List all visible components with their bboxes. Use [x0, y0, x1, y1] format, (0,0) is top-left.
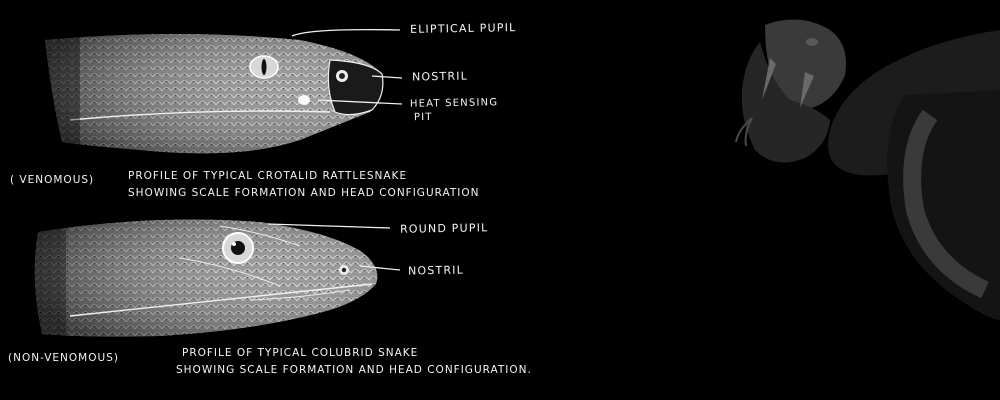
tag-venomous: ( venomous) [10, 174, 95, 186]
rattlesnake-head-illustration [40, 30, 384, 155]
label-nostril-venomous: Nostril [411, 69, 469, 84]
label-nostril-non-venomous: Nostril [407, 263, 465, 278]
tag-non-venomous: (non-venomous) [8, 352, 119, 364]
label-pit: pit [413, 111, 433, 124]
caption-non-venomous-line1: Profile of typical colubrid snake [182, 347, 419, 359]
label-heat-sensing: Heat sensing [409, 97, 499, 110]
caption-venomous-line2: showing scale formation and head configu… [128, 187, 480, 199]
caption-venomous-line1: Profile of typical crotalid rattlesnake [128, 170, 408, 182]
label-eliptical-pupil: Eliptical pupil [409, 21, 517, 36]
caption-non-venomous-line2: showing scale formation and head configu… [176, 364, 532, 376]
leader-lines [267, 28, 403, 271]
shadow-rattlesnake-art [735, 19, 1000, 320]
colubrid-head-illustration [30, 219, 378, 340]
label-round-pupil: Round pupil [399, 221, 489, 236]
